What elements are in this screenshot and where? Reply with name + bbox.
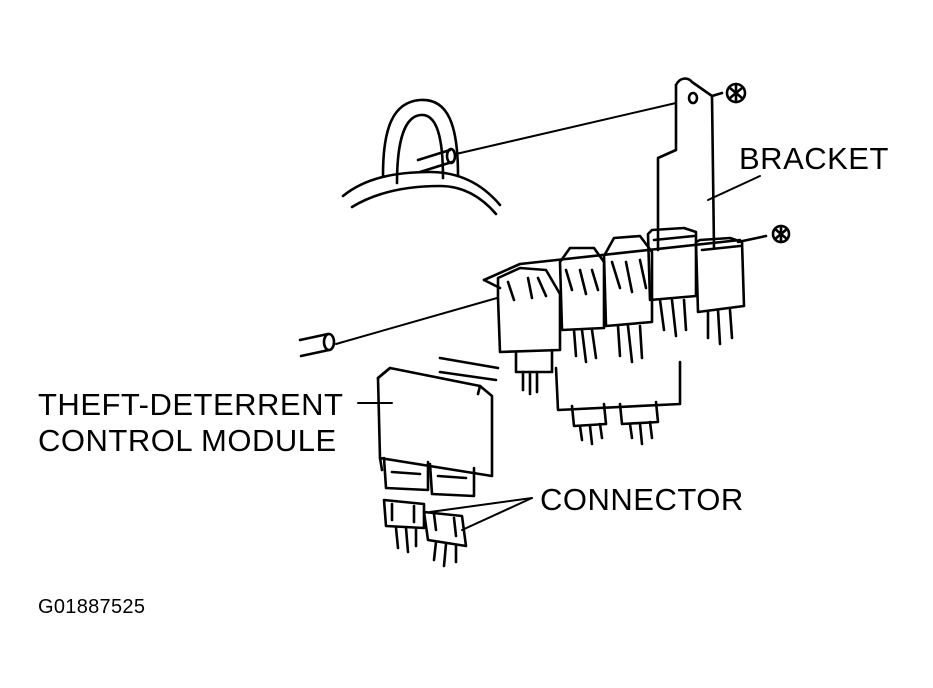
- connector: [382, 498, 426, 554]
- bracket: [482, 77, 742, 290]
- connector: [422, 510, 468, 568]
- alignment-line-upper: [455, 102, 677, 155]
- mounting-stud: [416, 147, 457, 174]
- theft-deterrent-control-module: [376, 366, 494, 498]
- leader-connector-b: [461, 497, 533, 531]
- module-alignment-lines: [438, 356, 500, 382]
- leader-connector-a: [429, 497, 533, 513]
- connector-label: CONNECTOR: [540, 482, 744, 517]
- leader-bracket: [707, 175, 761, 201]
- bracket-label: BRACKET: [739, 141, 889, 176]
- alignment-line-lower: [335, 297, 498, 345]
- relay-bank: [496, 226, 746, 446]
- screw-icon: [736, 224, 791, 244]
- figure-code: G01887525: [38, 596, 146, 618]
- screw-icon: [710, 82, 747, 104]
- module-label-line2: CONTROL MODULE: [38, 423, 337, 458]
- module-label-line1: THEFT-DETERRENT: [38, 387, 344, 422]
- mounting-hook: [341, 98, 502, 216]
- lower-stud: [298, 332, 336, 358]
